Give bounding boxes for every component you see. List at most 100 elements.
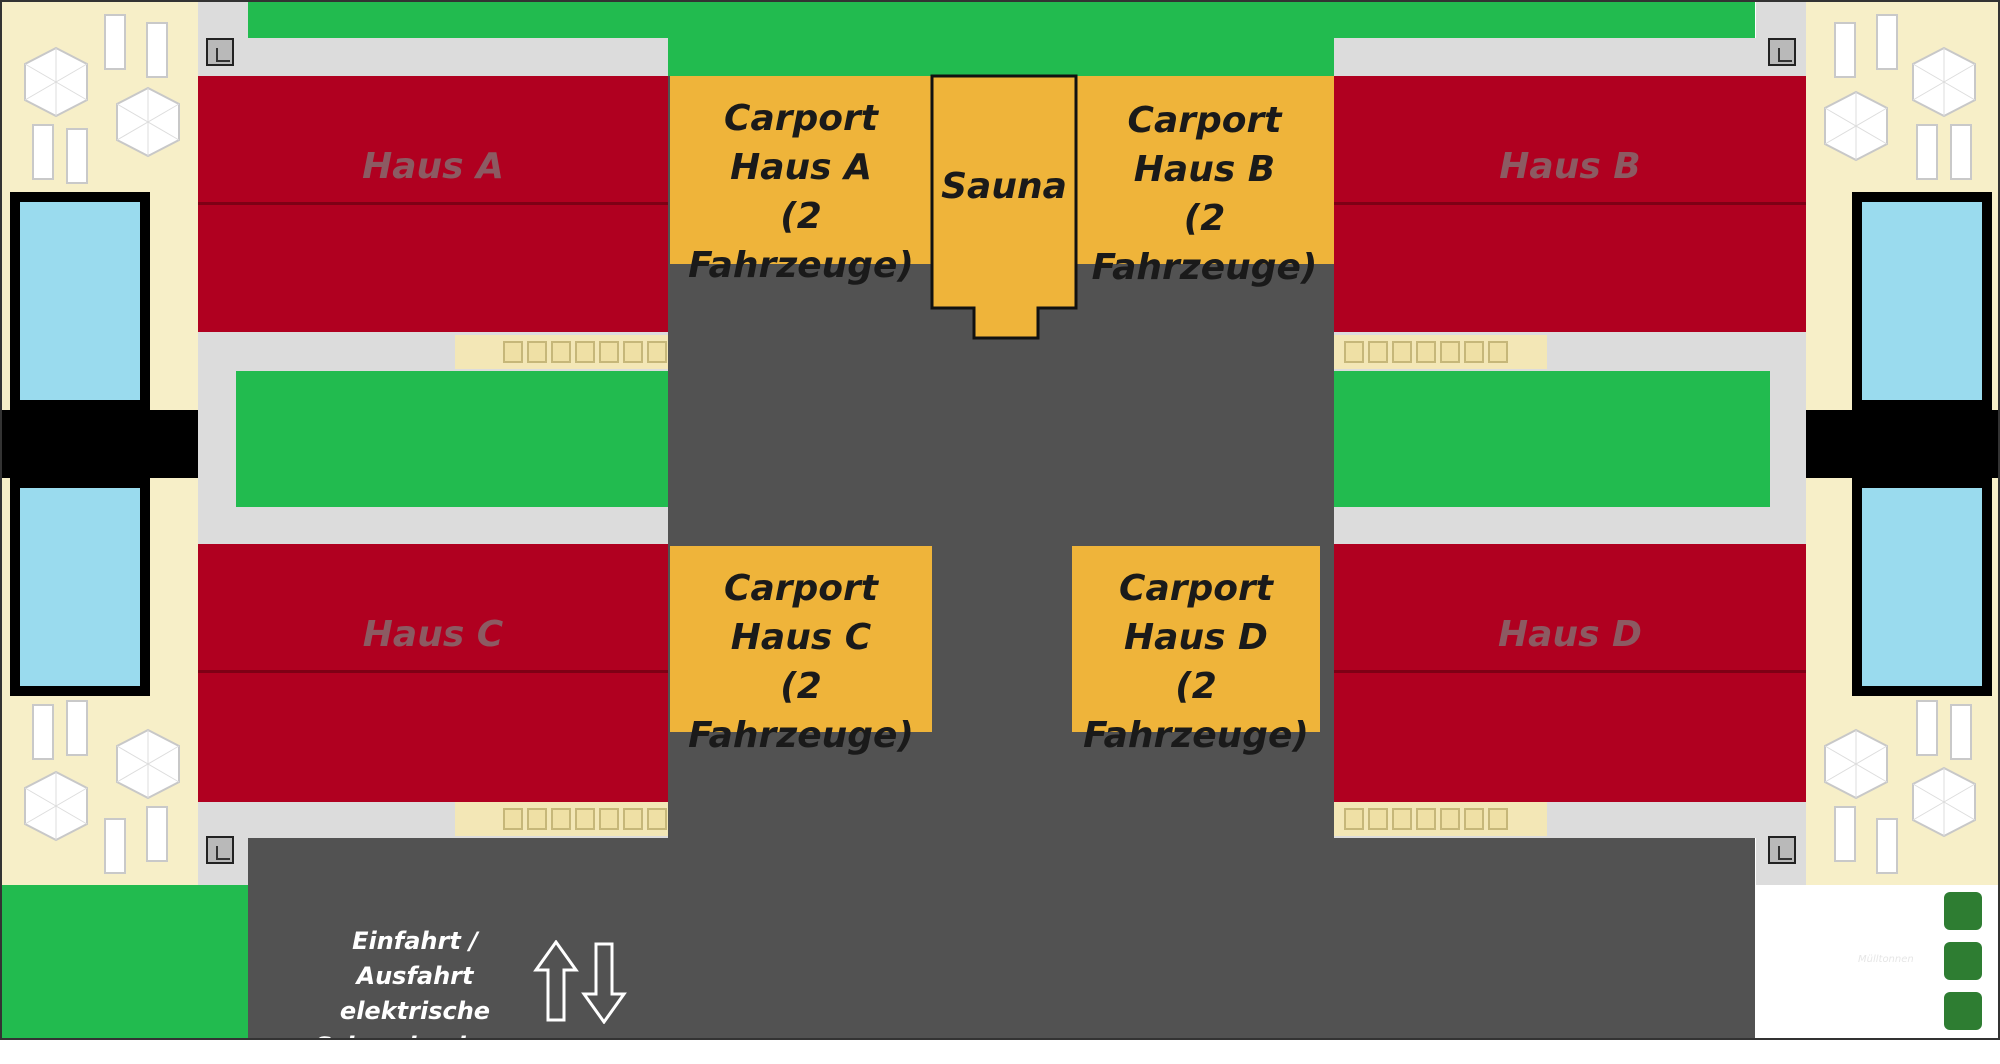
- planter-strip-a: [455, 335, 668, 369]
- pool-top-right: [1852, 192, 1992, 410]
- house-c: Haus C: [198, 544, 668, 802]
- planter-icon: [1368, 808, 1388, 830]
- planter-icon: [1368, 341, 1388, 363]
- planter-strip-b: [1334, 335, 1547, 369]
- sun-lounger-icon: [146, 22, 168, 78]
- carport-b-label: Carport Haus B (2 Fahrzeuge): [1091, 100, 1318, 288]
- house-d-label: Haus D: [1498, 614, 1642, 655]
- carport-d: Carport Haus D (2 Fahrzeuge): [1072, 546, 1320, 756]
- lamp-icon: [206, 38, 234, 66]
- sun-lounger-icon: [104, 818, 126, 874]
- planter-icon: [551, 341, 571, 363]
- sauna-label: Sauna: [941, 166, 1067, 207]
- parasols-right: [1824, 46, 1976, 838]
- roof-ridge: [198, 670, 668, 673]
- pool-bottom-left: [10, 478, 150, 696]
- carport-d-label: Carport Haus D (2 Fahrzeuge): [1083, 568, 1309, 756]
- bins-label: Mülltonnen: [1858, 954, 1914, 965]
- pool-bottom-right: [1852, 478, 1992, 696]
- planter-icon: [527, 808, 547, 830]
- passage-right: [1806, 410, 2000, 478]
- planter-icon: [1392, 808, 1412, 830]
- top-center-lawn: [668, 38, 1334, 76]
- sun-lounger-icon: [146, 806, 168, 862]
- planter-strip-d: [1334, 802, 1547, 836]
- planter-icon: [503, 808, 523, 830]
- house-d: Haus D: [1334, 544, 1806, 802]
- planter-icon: [527, 341, 547, 363]
- planter-icon: [647, 808, 667, 830]
- sun-lounger-icon: [104, 14, 126, 70]
- planter-icon: [575, 341, 595, 363]
- roof-ridge: [1334, 670, 1806, 673]
- arrow-down-icon: [581, 942, 627, 1024]
- planter-icon: [647, 341, 667, 363]
- lawn-middle-right: [1334, 371, 1770, 507]
- planter-icon: [1416, 341, 1436, 363]
- passage-left: [0, 410, 198, 478]
- lamp-icon: [1768, 38, 1796, 66]
- planter-icon: [599, 808, 619, 830]
- sun-lounger-icon: [66, 700, 88, 756]
- path-top-left: [248, 38, 668, 76]
- house-a-label: Haus A: [362, 146, 504, 187]
- pool-top-left: [10, 192, 150, 410]
- sun-lounger-icon: [66, 128, 88, 184]
- carport-a-label: Carport Haus A (2 Fahrzeuge): [688, 98, 914, 286]
- roof-ridge: [198, 202, 668, 205]
- waste-bin-icon: [1944, 892, 1982, 930]
- carport-c: Carport Haus C (2 Fahrzeuge): [670, 546, 932, 756]
- planter-icon: [623, 341, 643, 363]
- planter-icon: [1416, 808, 1436, 830]
- pool-water: [20, 488, 140, 686]
- sun-lounger-icon: [1950, 704, 1972, 760]
- site-border: [0, 0, 2000, 1040]
- pool-water: [1862, 488, 1982, 686]
- sun-lounger-icon: [1876, 14, 1898, 70]
- lamp-icon: [206, 836, 234, 864]
- sun-lounger-icon: [1950, 124, 1972, 180]
- arrow-up-icon: [533, 940, 579, 1022]
- planter-icon: [1464, 808, 1484, 830]
- sauna: [930, 74, 1078, 340]
- house-a: Haus A: [198, 76, 668, 332]
- lawn-bottom-left: [0, 885, 248, 1040]
- house-b: Haus B: [1334, 76, 1806, 332]
- planter-icon: [1392, 341, 1412, 363]
- planter-icon: [623, 808, 643, 830]
- sun-lounger-icon: [1876, 818, 1898, 874]
- entrance-arrows: [533, 940, 627, 1024]
- planter-icon: [1344, 808, 1364, 830]
- planter-strip-c: [455, 802, 668, 836]
- planter-icon: [575, 808, 595, 830]
- planter-icon: [1440, 808, 1460, 830]
- lamp-icon: [1768, 836, 1796, 864]
- sun-lounger-icon: [1916, 124, 1938, 180]
- top-grass-strip: [195, 0, 1755, 38]
- sun-lounger-icon: [32, 704, 54, 760]
- planter-icon: [1488, 341, 1508, 363]
- parasols-left: [24, 46, 180, 842]
- house-b-label: Haus B: [1499, 146, 1641, 187]
- planter-icon: [599, 341, 619, 363]
- planter-icon: [1464, 341, 1484, 363]
- planter-icon: [1440, 341, 1460, 363]
- planter-icon: [1488, 808, 1508, 830]
- roof-ridge: [1334, 202, 1806, 205]
- sun-lounger-icon: [1834, 806, 1856, 862]
- pool-water: [20, 202, 140, 400]
- planter-icon: [551, 808, 571, 830]
- sun-lounger-icon: [1834, 22, 1856, 78]
- carport-a: Carport Haus A (2 Fahrzeuge): [670, 76, 932, 286]
- carport-b: Carport Haus B (2 Fahrzeuge): [1075, 76, 1334, 288]
- planter-icon: [1344, 341, 1364, 363]
- waste-bin-icon: [1944, 992, 1982, 1030]
- planter-icon: [503, 341, 523, 363]
- carport-c-label: Carport Haus C (2 Fahrzeuge): [688, 568, 914, 756]
- sun-lounger-icon: [1916, 700, 1938, 756]
- path-top-right: [1334, 38, 1756, 76]
- lawn-middle-left: [236, 371, 668, 507]
- waste-bin-icon: [1944, 942, 1982, 980]
- house-c-label: Haus C: [362, 614, 504, 655]
- sun-lounger-icon: [32, 124, 54, 180]
